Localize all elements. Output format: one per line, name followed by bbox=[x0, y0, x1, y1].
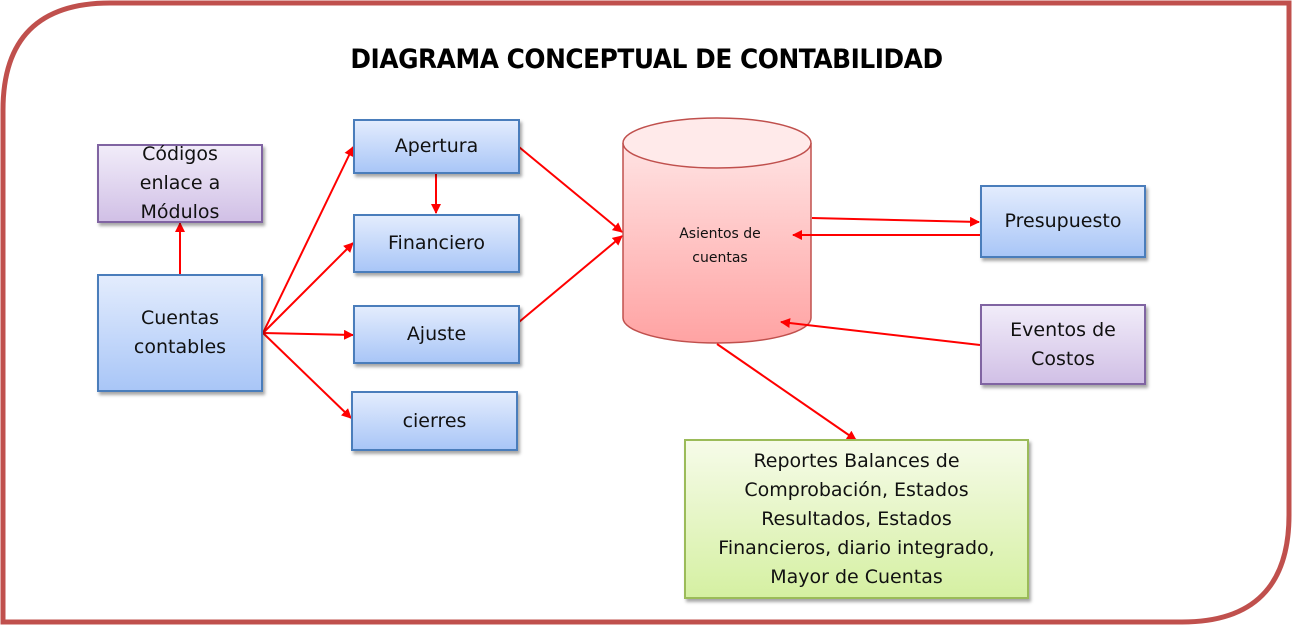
arrow-cuentas-apertura bbox=[262, 146, 354, 334]
asientos-cylinder bbox=[622, 117, 812, 344]
node-asientos-label: Asientos de cuentas bbox=[679, 226, 761, 266]
node-label: Códigos enlace a Módulos bbox=[139, 143, 221, 223]
node-presupuesto: Presupuesto bbox=[980, 185, 1146, 258]
node-reportes: Reportes Balances de Comprobación, Estad… bbox=[684, 439, 1029, 599]
node-cierres: cierres bbox=[351, 391, 518, 451]
arrow-apertura-asientos bbox=[518, 146, 623, 233]
node-label: Ajuste bbox=[406, 323, 467, 345]
arrow-cuentas-ajuste bbox=[262, 329, 354, 340]
node-label: Apertura bbox=[394, 135, 479, 157]
node-financiero: Financiero bbox=[353, 214, 520, 273]
arrow-ajuste-asientos bbox=[518, 235, 623, 323]
node-cuentas-contables: Cuentas contables bbox=[97, 274, 263, 392]
diagram-title: DIAGRAMA CONCEPTUAL DE CONTABILIDAD bbox=[350, 44, 943, 75]
node-label: Eventos de Costos bbox=[1010, 318, 1116, 370]
node-codigos-enlace: Códigos enlace a Módulos bbox=[97, 143, 263, 223]
node-label: cierres bbox=[402, 409, 467, 432]
node-ajuste: Ajuste bbox=[353, 305, 520, 364]
arrow-asientos-presupuesto bbox=[811, 216, 980, 227]
node-label: Cuentas contables bbox=[133, 307, 227, 358]
arrow-cuentas-financiero bbox=[262, 242, 354, 334]
node-label: Presupuesto bbox=[1004, 210, 1122, 232]
node-label: Financiero bbox=[388, 232, 485, 254]
node-label: Reportes Balances de Comprobación, Estad… bbox=[718, 449, 995, 588]
arrow-asientos-reportes bbox=[716, 343, 857, 441]
node-eventos-costos: Eventos de Costos bbox=[980, 304, 1146, 385]
node-apertura: Apertura bbox=[353, 119, 520, 174]
arrow-eventos-asientos bbox=[780, 318, 981, 346]
arrow-cuentas-cierres bbox=[262, 332, 352, 419]
